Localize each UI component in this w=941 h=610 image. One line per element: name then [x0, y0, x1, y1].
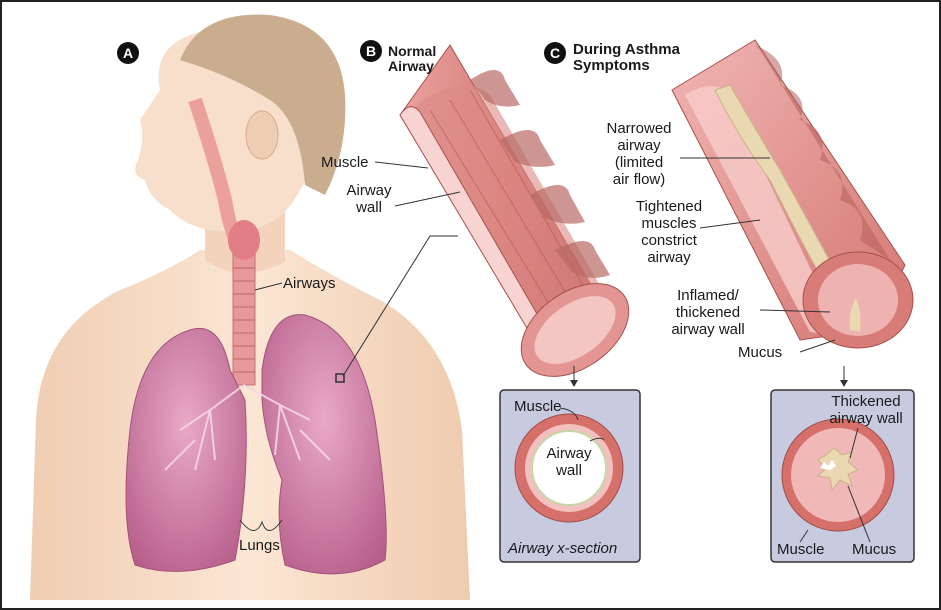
- panel-a-badge: A: [117, 42, 139, 64]
- mucus-label: Mucus: [738, 344, 782, 361]
- xsection-muscle-label-c: Muscle: [777, 541, 825, 558]
- panel-c-title: During Asthma Symptoms: [573, 42, 680, 74]
- muscle-label: Muscle: [321, 154, 369, 171]
- xsection-muscle-label: Muscle: [514, 398, 562, 415]
- xsection-airway-wall-label: Airway wall: [544, 445, 594, 479]
- tightened-muscles-label: Tightened muscles constrict airway: [630, 198, 708, 266]
- narrowed-airway-label: Narrowed airway (limited air flow): [600, 120, 678, 188]
- thickened-wall-label: Thickened airway wall: [818, 393, 914, 427]
- trachea: [228, 220, 260, 385]
- airways-label: Airways: [283, 275, 336, 292]
- panel-b-title: Normal Airway: [388, 44, 436, 74]
- airway-wall-label: Airway wall: [344, 182, 394, 216]
- panel-c-badge: C: [544, 42, 566, 64]
- panel-b-badge: B: [360, 40, 382, 62]
- lungs-label: Lungs: [239, 537, 280, 554]
- xsection-mucus-label: Mucus: [852, 541, 896, 558]
- ear: [246, 111, 278, 159]
- inflamed-wall-label: Inflamed/ thickened airway wall: [660, 287, 756, 338]
- xsection-caption: Airway x-section: [508, 540, 617, 557]
- larynx: [228, 220, 260, 260]
